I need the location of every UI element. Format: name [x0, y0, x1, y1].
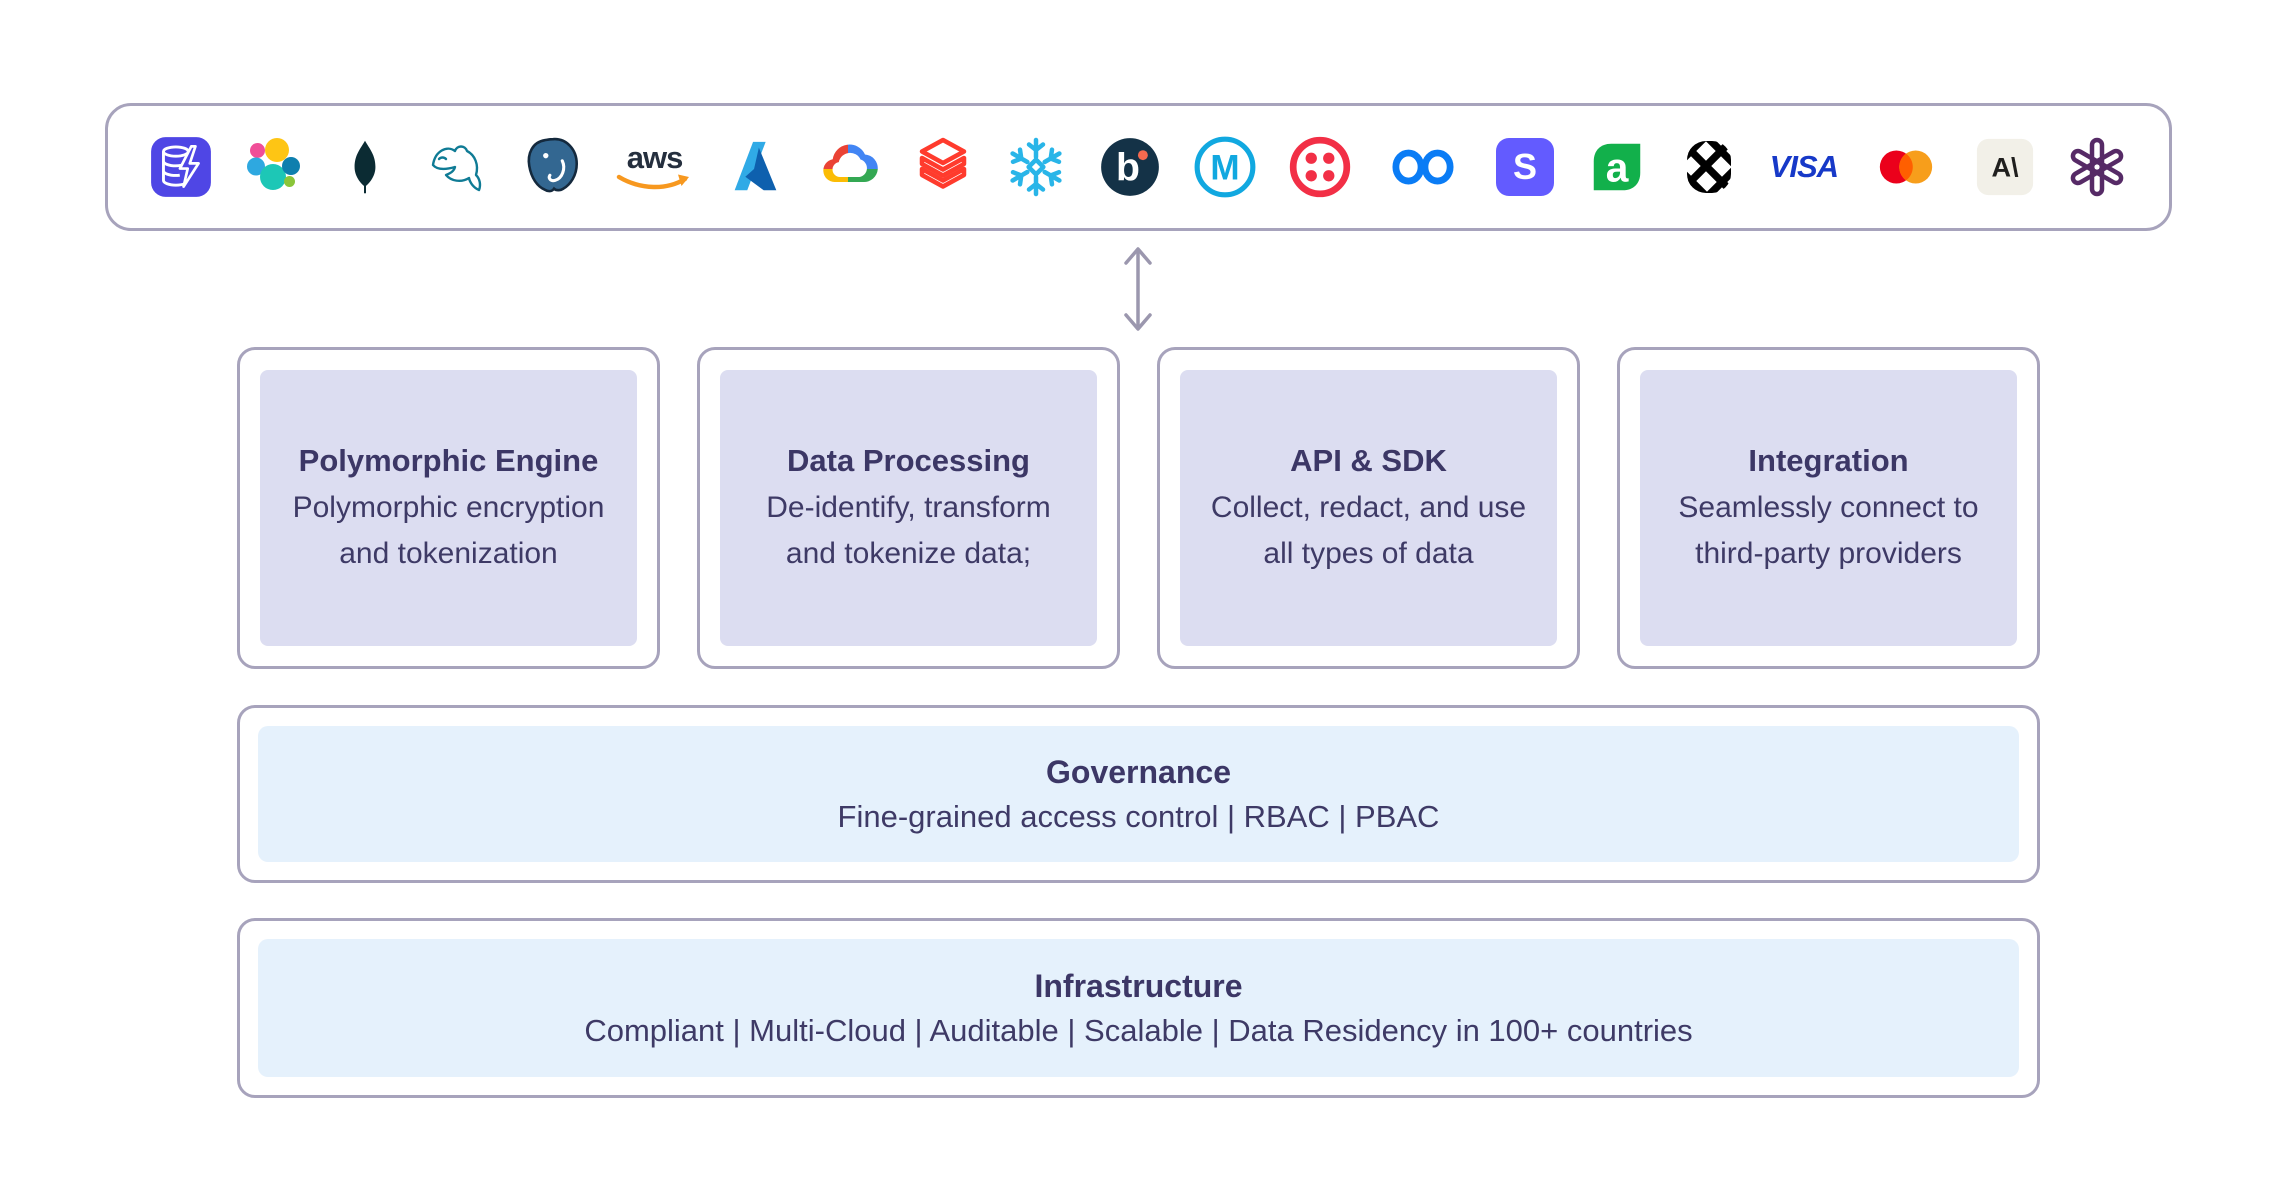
- modules-row: Polymorphic Engine Polymorphic encryptio…: [237, 347, 2040, 669]
- infrastructure-panel: Infrastructure Compliant | Multi-Cloud |…: [258, 939, 2019, 1077]
- module-panel: Integration Seamlessly connect to third-…: [1640, 370, 2017, 646]
- infrastructure-title: Infrastructure: [1034, 968, 1243, 1004]
- module-title: API & SDK: [1290, 443, 1447, 479]
- aws-icon: aws: [615, 132, 695, 202]
- mulesoft-icon: M: [1192, 132, 1258, 202]
- infrastructure-band: Infrastructure Compliant | Multi-Cloud |…: [237, 918, 2040, 1098]
- module-title: Data Processing: [787, 443, 1030, 479]
- mastercard-icon: [1867, 132, 1945, 202]
- databricks-icon: [911, 132, 975, 202]
- module-panel: API & SDK Collect, redact, and use all t…: [1180, 370, 1557, 646]
- google-cloud-icon: [814, 132, 882, 202]
- module-description: Collect, redact, and use all types of da…: [1210, 490, 1527, 571]
- mongodb-icon: [336, 132, 394, 202]
- module-description: De-identify, transform and tokenize data…: [766, 490, 1051, 571]
- green-a-icon: a: [1586, 132, 1648, 202]
- aws-wordmark: aws: [626, 139, 684, 175]
- elastic-icon: [243, 132, 307, 202]
- module-card-integration: Integration Seamlessly connect to third-…: [1617, 347, 2040, 669]
- infrastructure-description: Compliant | Multi-Cloud | Auditable | Sc…: [584, 1013, 1693, 1048]
- integrations-logo-bar: aws: [105, 103, 2172, 231]
- meta-icon: [1382, 132, 1464, 202]
- plaid-icon: [1677, 132, 1741, 202]
- module-panel: Data Processing De-identify, transform a…: [720, 370, 1097, 646]
- governance-band: Governance Fine-grained access control |…: [237, 705, 2040, 883]
- braze-icon: b: [1097, 132, 1163, 202]
- module-card-api-sdk: API & SDK Collect, redact, and use all t…: [1157, 347, 1580, 669]
- stripe-letter: S: [1513, 146, 1537, 187]
- database-lightning-icon: [148, 132, 214, 202]
- module-title: Integration: [1748, 443, 1909, 479]
- module-title: Polymorphic Engine: [298, 443, 599, 479]
- snowflake-icon: [1004, 132, 1068, 202]
- visa-icon: VISA: [1769, 132, 1839, 202]
- governance-panel: Governance Fine-grained access control |…: [258, 726, 2019, 862]
- openai-icon: [2065, 132, 2129, 202]
- braze-letter: b: [1116, 146, 1140, 189]
- governance-title: Governance: [1046, 754, 1231, 790]
- module-card-data-processing: Data Processing De-identify, transform a…: [697, 347, 1120, 669]
- visa-wordmark: VISA: [1769, 149, 1839, 184]
- module-panel: Polymorphic Engine Polymorphic encryptio…: [260, 370, 637, 646]
- bidirectional-arrow-icon: [1118, 242, 1158, 341]
- twilio-icon: [1287, 132, 1353, 202]
- azure-icon: [724, 132, 786, 202]
- green-a-letter: a: [1606, 145, 1629, 191]
- module-description: Polymorphic encryption and tokenization: [292, 490, 605, 571]
- anthropic-letters: A\: [1991, 152, 2019, 183]
- governance-description: Fine-grained access control | RBAC | PBA…: [837, 799, 1440, 834]
- anthropic-icon: A\: [1974, 132, 2036, 202]
- postgresql-icon: [520, 132, 586, 202]
- module-description: Seamlessly connect to third-party provid…: [1678, 490, 1979, 571]
- mysql-icon: [423, 132, 491, 202]
- mulesoft-letter: M: [1211, 148, 1240, 187]
- stripe-icon: S: [1493, 132, 1557, 202]
- module-card-polymorphic-engine: Polymorphic Engine Polymorphic encryptio…: [237, 347, 660, 669]
